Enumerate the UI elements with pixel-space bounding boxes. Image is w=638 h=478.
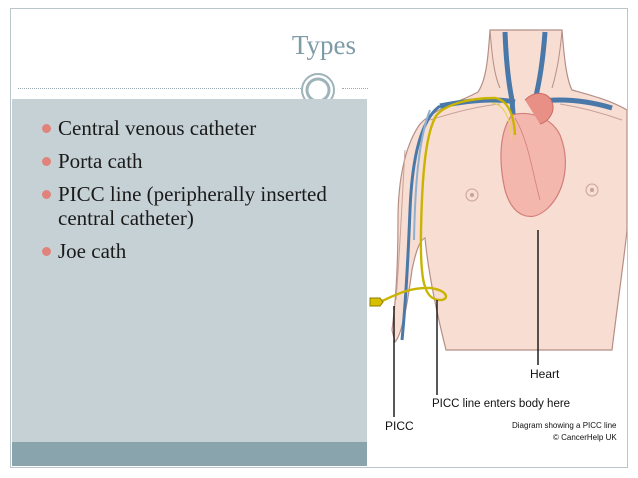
nipple-mark [470, 193, 474, 197]
bullet-dot-icon [42, 247, 51, 256]
bullet-text: Central venous catheter [58, 116, 257, 140]
bullet-item: Porta cath [42, 149, 362, 173]
diagram-credit: © CancerHelp UK [553, 433, 617, 442]
heart-shape [500, 113, 566, 218]
diagram-caption: Diagram showing a PICC line [512, 421, 617, 430]
bullet-dot-icon [42, 157, 51, 166]
label-heart: Heart [530, 367, 560, 381]
vein-subclavian [439, 97, 516, 109]
nipple-mark [585, 183, 599, 197]
label-picc-entry: PICC line enters body here [432, 398, 570, 410]
footer-band [12, 442, 367, 466]
bullet-dot-icon [42, 124, 51, 133]
catheter-line [419, 96, 517, 302]
collar-line [559, 103, 623, 121]
neck-line [489, 29, 501, 89]
title-rule-right [342, 88, 368, 89]
vein-arm [413, 109, 431, 241]
frame-top-line [10, 8, 628, 9]
bullet-list: Central venous catheter Porta cath PICC … [42, 116, 362, 272]
label-picc: PICC [385, 419, 414, 433]
bullet-text: PICC line (peripherally inserted central… [58, 182, 327, 230]
arm-line [395, 149, 406, 301]
heart-detail [514, 117, 541, 201]
bullet-item: Joe cath [42, 239, 362, 263]
catheter-extension [379, 286, 448, 304]
catheter-connector-icon [369, 297, 384, 307]
neck-line [551, 29, 563, 89]
bullet-item: PICC line (peripherally inserted central… [42, 182, 362, 230]
content-panel [12, 99, 367, 442]
nipple-mark [465, 188, 479, 202]
slide-title: Types [291, 30, 356, 60]
collar-line [429, 103, 501, 121]
bullet-text: Porta cath [58, 149, 143, 173]
frame-left-line [10, 8, 11, 468]
bullet-item: Central venous catheter [42, 116, 362, 140]
nipple-mark [590, 188, 594, 192]
circle-ornament-icon [301, 73, 335, 107]
frame-right-line [627, 8, 628, 468]
catheter-line [491, 102, 513, 141]
picc-line-diagram: Heart PICC line enters body here PICC Di… [369, 29, 627, 442]
aorta [524, 93, 554, 125]
bullet-dot-icon [42, 190, 51, 199]
title-rule-left [18, 88, 305, 89]
bullet-text: Joe cath [58, 239, 127, 263]
frame-bottom-line [10, 467, 628, 468]
